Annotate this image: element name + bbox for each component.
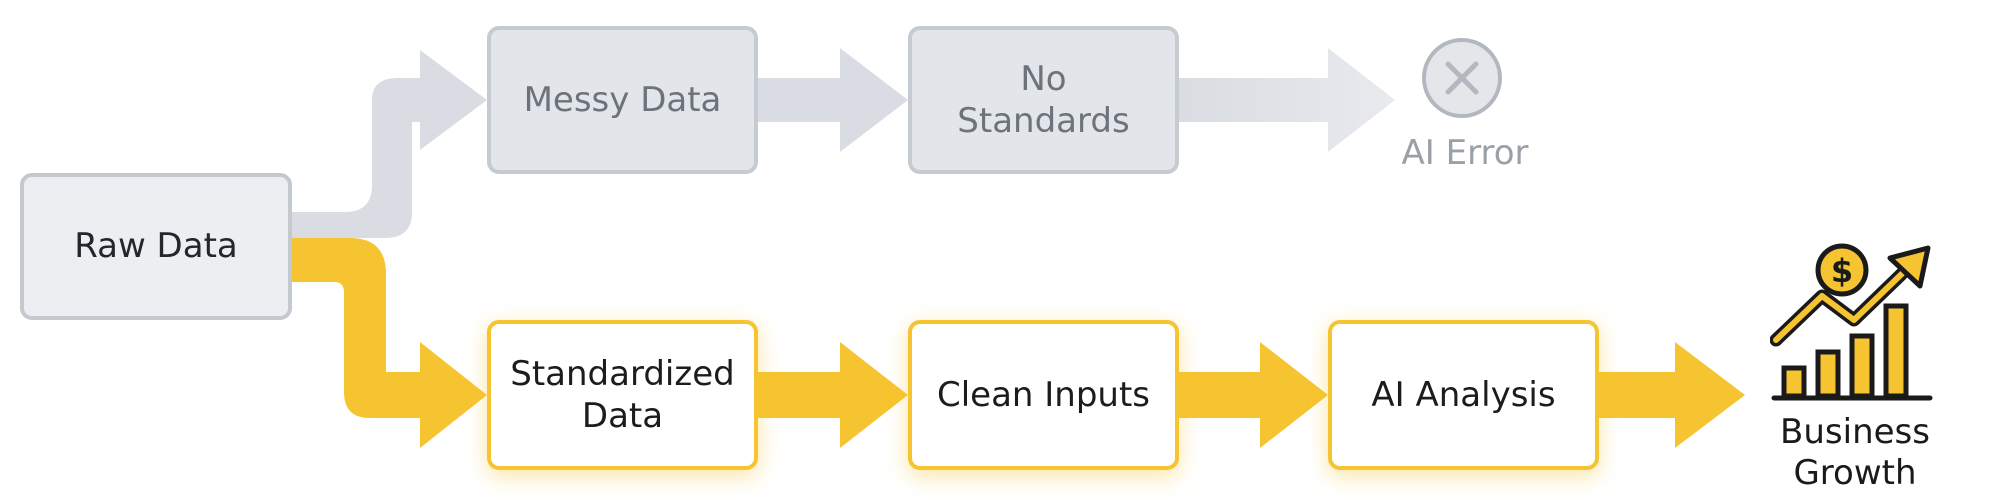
arrow-messy-to-nostandards (758, 48, 908, 152)
arrow-nostandards-to-error (1179, 48, 1395, 152)
raw-data-label: Raw Data (74, 226, 238, 267)
arrow-std-to-clean (758, 342, 908, 448)
clean-inputs-box: Clean Inputs (908, 320, 1179, 470)
standardized-data-box: Standardized Data (487, 320, 758, 470)
raw-data-box: Raw Data (20, 173, 292, 320)
growth-chart-dollar-icon: $ (1770, 243, 1933, 401)
x-circle-icon (1422, 38, 1502, 118)
no-standards-label: No Standards (957, 58, 1130, 142)
business-growth-label: Business Growth (1780, 412, 1930, 493)
standardized-data-label: Standardized Data (510, 353, 735, 437)
ai-analysis-box: AI Analysis (1328, 320, 1599, 470)
messy-data-box: Messy Data (487, 26, 758, 174)
ai-analysis-label: AI Analysis (1371, 374, 1556, 415)
messy-data-label: Messy Data (523, 79, 722, 120)
arrow-clean-to-ai (1179, 342, 1328, 448)
branch-arrow-grey (290, 50, 487, 238)
arrow-ai-to-growth (1599, 342, 1745, 448)
clean-inputs-label: Clean Inputs (936, 374, 1151, 415)
no-standards-box: No Standards (908, 26, 1179, 174)
ai-error-label: AI Error (1401, 133, 1529, 173)
branch-arrow-yellow (290, 238, 487, 448)
svg-text:$: $ (1831, 252, 1853, 290)
